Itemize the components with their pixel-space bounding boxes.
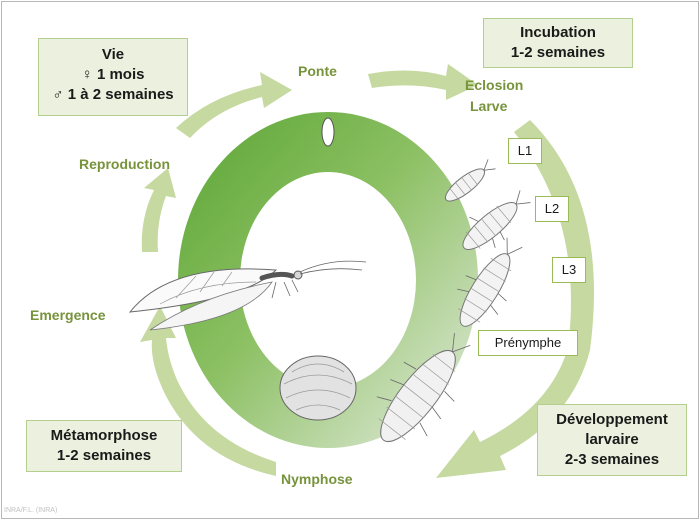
prenymphe-box: Prénymphe [478,330,578,356]
label-larve: Larve [470,98,508,114]
label-nymphose: Nymphose [281,471,353,487]
female-lifespan: ♀ 1 mois [81,66,145,83]
arrow-emergence-to-reproduction [141,168,176,252]
larval-development-duration: 2-3 semaines [564,451,660,468]
metamorphosis-duration: 1-2 semaines [56,447,152,464]
arrow-reproduction-to-ponte [176,72,292,138]
arrow-ponte-to-eclosion [368,64,478,100]
metamorphosis-title: Métamorphose [50,427,158,444]
cycle-arrows [140,64,594,478]
larval-development-line1: Développement [556,411,668,428]
cocoon-illustration [279,355,357,421]
lifecycle-ring [178,112,478,448]
watermark: INRA/F.L. (INRA) [4,507,58,514]
arrow-larval-development [436,120,594,478]
instar-l2-box: L2 [535,196,569,222]
label-emergence: Emergence [30,307,106,323]
label-reproduction: Reproduction [79,156,170,172]
prepupa-illustration [376,333,471,442]
metamorphosis-box: Métamorphose 1-2 semaines [26,420,182,472]
larva-l1-illustration [444,159,496,202]
adult-lacewing-illustration [128,260,367,331]
larval-development-box: Développement larvaire 2-3 semaines [537,404,687,476]
egg-illustration [321,117,335,147]
larva-l3-illustration [457,237,523,327]
life-title: Vie [101,46,125,63]
label-ponte: Ponte [298,63,337,79]
male-lifespan: ♂ 1 à 2 semaines [52,86,174,103]
arrow-nymphose-to-emergence [140,306,276,476]
instar-l3-box: L3 [552,257,586,283]
instar-l1-box: L1 [508,138,542,164]
life-duration-box: Vie ♀ 1 mois ♂ 1 à 2 semaines [38,38,188,116]
label-eclosion: Eclosion [465,77,524,93]
incubation-duration: 1-2 semaines [510,44,606,61]
incubation-box: Incubation 1-2 semaines [483,18,633,68]
larval-development-line2: larvaire [585,431,639,448]
incubation-title: Incubation [520,24,596,41]
larva-l2-illustration [462,190,531,250]
